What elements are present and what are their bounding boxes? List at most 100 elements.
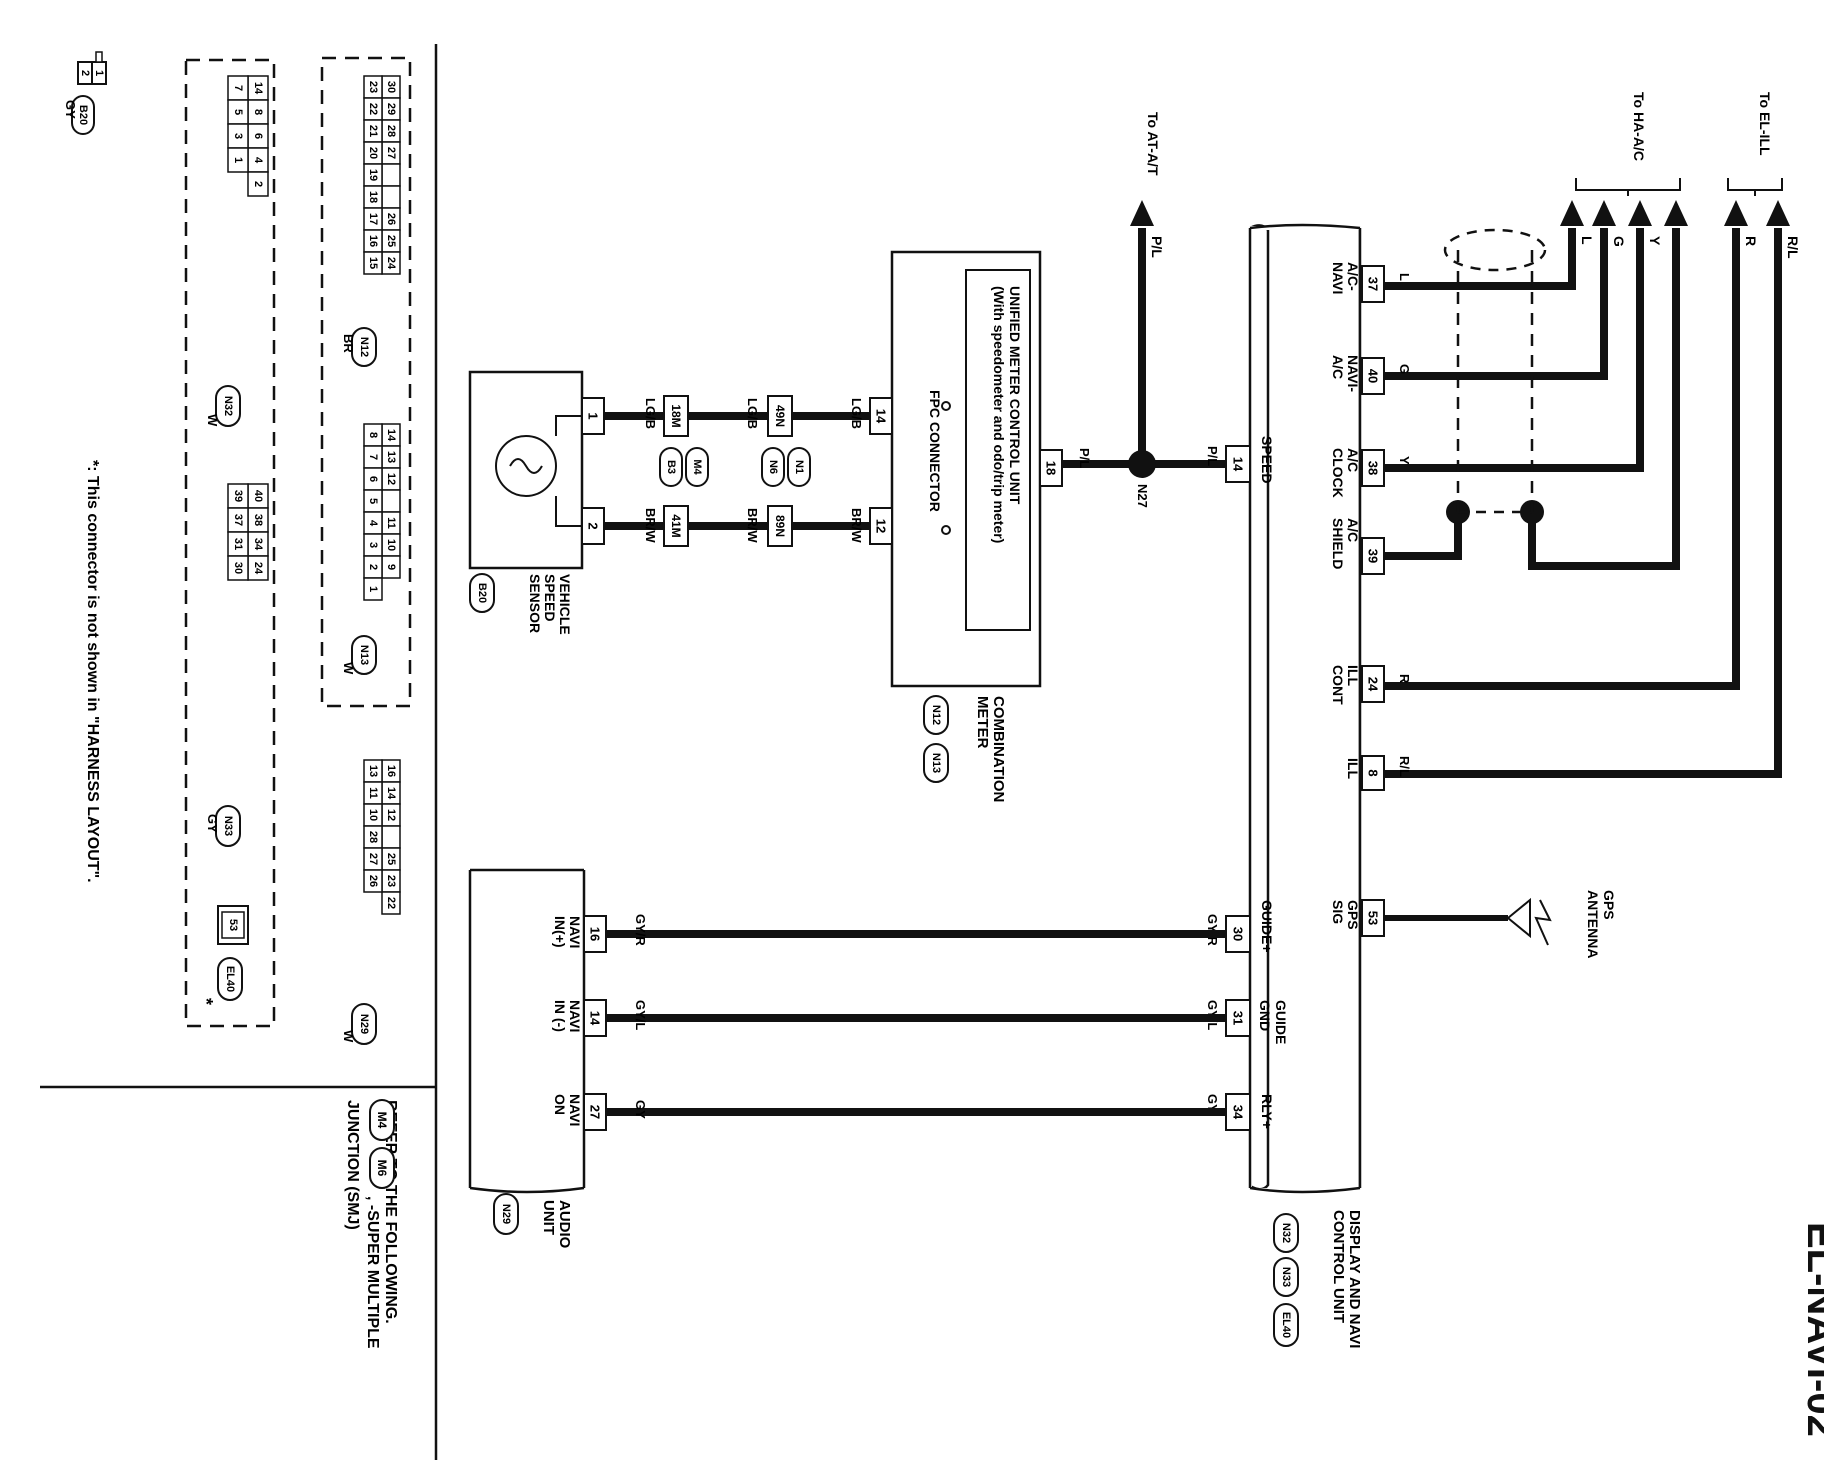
n29-pin-label: 12 — [385, 809, 397, 821]
n13-pin-label: 13 — [385, 451, 397, 463]
n12-pin-label: 21 — [367, 125, 379, 137]
nav-pin-31: 31 GUIDE GND GY/L — [1205, 999, 1289, 1044]
svg-text:N29: N29 — [500, 1204, 512, 1224]
svg-text:BR: BR — [341, 334, 356, 353]
n13-pin-label: 12 — [385, 473, 397, 485]
n12-pin-label: 18 — [367, 191, 379, 203]
n13-pin-label: 4 — [367, 520, 379, 527]
svg-text:GY: GY — [63, 100, 78, 119]
svg-text:SPEED: SPEED — [1259, 436, 1275, 483]
svg-text:18M: 18M — [669, 404, 683, 427]
legend-n13-label: N13 W — [341, 635, 377, 675]
svg-text:ILL: ILL — [1345, 758, 1361, 779]
svg-text:ON: ON — [552, 1094, 568, 1115]
n12-pin-label: 23 — [367, 81, 379, 93]
svg-text:Y: Y — [1647, 236, 1663, 246]
n29-pin-label: 16 — [385, 765, 397, 777]
n12-pin-label: 29 — [385, 103, 397, 115]
svg-text:BR/W: BR/W — [643, 508, 658, 543]
n12-pin-label: 17 — [367, 213, 379, 225]
n13-pin-label: 3 — [367, 542, 379, 548]
n13-pin-label: 10 — [385, 539, 397, 551]
svg-text:NAVI-: NAVI- — [1345, 355, 1361, 392]
n13-pin-label: 1 — [367, 586, 379, 592]
svg-text:M4: M4 — [375, 1112, 389, 1129]
svg-text:M6: M6 — [375, 1160, 389, 1177]
n32-pin-label: 1 — [232, 157, 244, 163]
meter-pin-12: 12 — [869, 507, 893, 545]
svg-text:UNIFIED METER CONTROL UNIT: UNIFIED METER CONTROL UNIT — [1007, 286, 1023, 505]
svg-text:(With speedometer and odo/trip: (With speedometer and odo/trip meter) — [991, 286, 1007, 543]
navi-unit-name: DISPLAY AND NAVI CONTROL UNIT N32 N33 EL… — [1273, 1210, 1363, 1348]
svg-text:JUNCTION (SMJ): JUNCTION (SMJ) — [344, 1100, 361, 1230]
svg-text:53: 53 — [227, 919, 239, 931]
n12-cell — [381, 163, 401, 187]
svg-text:N1: N1 — [793, 460, 805, 474]
svg-text:METER: METER — [974, 696, 991, 749]
n13-pin-label: 7 — [367, 454, 379, 460]
n12-pin-label: 19 — [367, 169, 379, 181]
svg-text:GPS: GPS — [1345, 900, 1361, 930]
svg-text:ANTENNA: ANTENNA — [1585, 890, 1601, 958]
svg-text:N32: N32 — [1280, 1223, 1292, 1243]
n29-cell — [363, 869, 383, 893]
svg-text:39: 39 — [1366, 549, 1381, 563]
n13-cell — [363, 577, 383, 601]
combination-meter: UNIFIED METER CONTROL UNIT (With speedom… — [890, 250, 1042, 802]
svg-text:GPS: GPS — [1601, 890, 1617, 920]
svg-text:16: 16 — [588, 927, 603, 941]
n32-pin-label: 2 — [252, 181, 264, 187]
svg-text:N29: N29 — [358, 1014, 370, 1034]
svg-text:R: R — [1397, 674, 1412, 684]
svg-text:NAVI: NAVI — [567, 1094, 583, 1126]
n32-pin-label: 3 — [232, 133, 244, 139]
legend-el40: 53 EL40 * — [196, 905, 249, 1005]
audio-pin-27: 27 NAVI ON GY — [552, 1093, 648, 1131]
svg-text:W: W — [205, 414, 220, 427]
svg-text:24: 24 — [1366, 677, 1381, 692]
speed-wire: P/L N27 P/L To AT-A/T — [1044, 112, 1226, 508]
n33-pin-label: 34 — [252, 538, 264, 551]
wire-G: G — [1384, 228, 1608, 380]
n12-pin-label: 27 — [385, 147, 397, 159]
svg-text:B20: B20 — [476, 583, 488, 603]
nav-pin-53: 53 GPS SIG — [1330, 899, 1385, 937]
nav-pin-40: 40 NAVI- A/C — [1330, 355, 1385, 395]
n13-pin-label: 9 — [385, 564, 397, 570]
svg-text:N13: N13 — [358, 645, 370, 665]
brw-wire: BR/W BR/W BR/W — [604, 508, 870, 543]
lgb-wire: LG/B LG/B LG/B — [604, 398, 870, 429]
svg-text:N6: N6 — [767, 460, 779, 474]
n32-pin-label: 5 — [232, 109, 244, 115]
svg-text:G: G — [1397, 364, 1412, 374]
svg-text:N33: N33 — [1280, 1267, 1292, 1287]
svg-text:2: 2 — [79, 70, 91, 76]
n12-cell — [363, 251, 383, 275]
svg-text:CONTROL UNIT: CONTROL UNIT — [1330, 1210, 1347, 1323]
n12-pin-label: 30 — [385, 81, 397, 93]
n29-pin-label: 13 — [367, 765, 379, 777]
svg-text:CLOCK: CLOCK — [1330, 448, 1346, 498]
svg-text:14: 14 — [588, 1011, 603, 1026]
nav-pin-30: 30 GUIDE+ GY/R — [1205, 900, 1275, 953]
n29-pin-label: 25 — [385, 853, 397, 865]
n32-cell — [247, 171, 269, 197]
n33-pin-label: 30 — [232, 562, 244, 574]
svg-text:P/L: P/L — [1149, 236, 1165, 258]
svg-text:IN(+): IN(+) — [552, 916, 568, 948]
svg-text:N12: N12 — [930, 705, 942, 725]
svg-text:A/C: A/C — [1330, 355, 1346, 379]
legend-n29-label: N29 W — [341, 1003, 377, 1045]
to-el-ill: To EL-ILL — [1757, 92, 1773, 156]
svg-text:, -SUPER MULTIPLE: , -SUPER MULTIPLE — [364, 1196, 381, 1349]
svg-text:RLY+: RLY+ — [1259, 1094, 1275, 1129]
svg-text:GY/R: GY/R — [633, 914, 648, 946]
svg-text:LG/B: LG/B — [643, 398, 658, 429]
n12-cell — [381, 185, 401, 209]
svg-text:L: L — [1579, 236, 1595, 245]
svg-text:GND: GND — [1257, 1000, 1273, 1031]
